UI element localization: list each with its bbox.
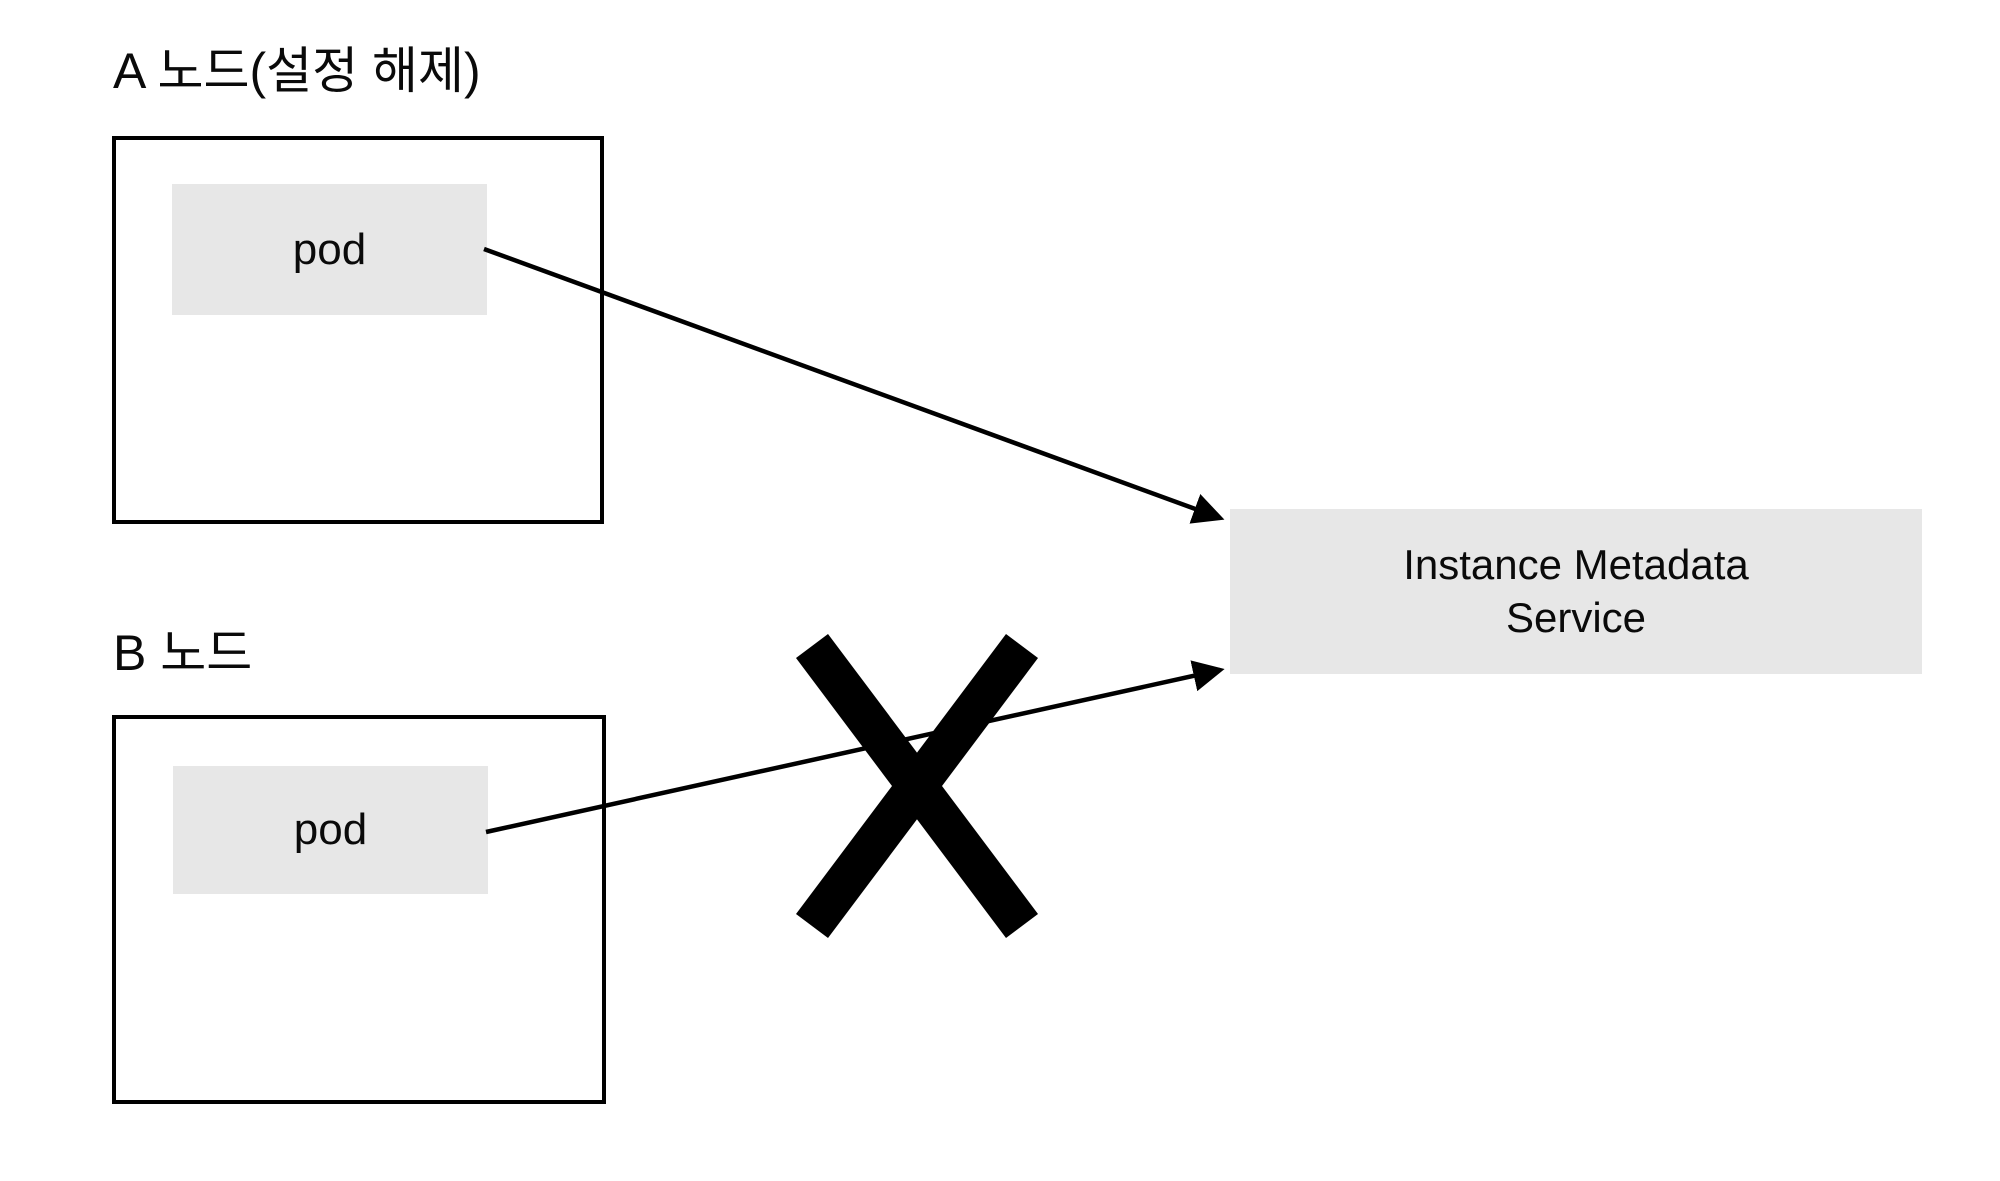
node-a-pod-label: pod: [292, 224, 367, 274]
node-b-pod: pod: [173, 766, 488, 894]
node-b-title: B 노드: [113, 625, 253, 681]
node-a-title: A 노드(설정 해제): [113, 43, 481, 99]
arrow-b-pod-to-service: [485, 660, 1225, 835]
service-label-line1: Instance Metadata: [1403, 541, 1749, 588]
arrow-a-pod-to-service: [483, 246, 1225, 524]
instance-metadata-service-box: Instance Metadata Service: [1230, 509, 1922, 674]
blocked-x-icon: [796, 634, 1038, 938]
service-label-line2: Service: [1505, 593, 1647, 641]
node-a-pod: pod: [172, 184, 487, 315]
node-b-pod-label: pod: [293, 805, 368, 854]
